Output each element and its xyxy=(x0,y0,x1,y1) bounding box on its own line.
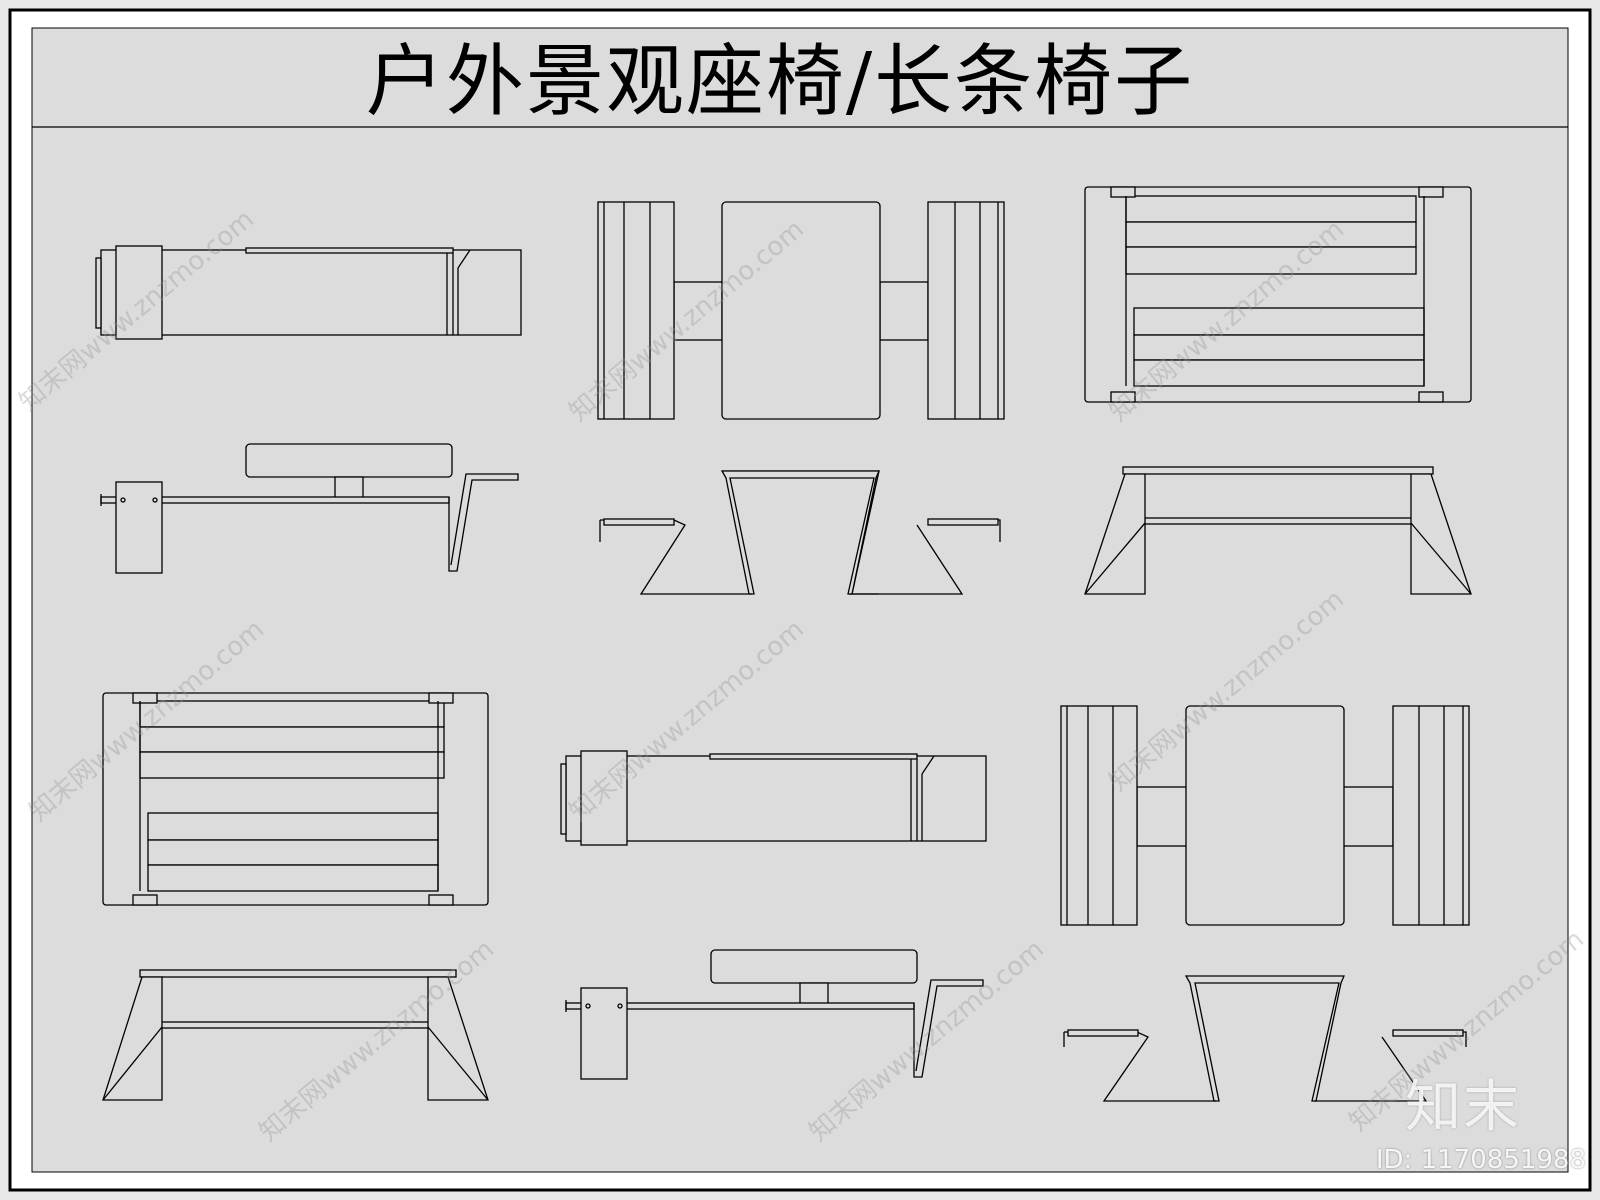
page-title: 户外景观座椅/长条椅子 xyxy=(365,37,1195,127)
brand-mark: 知末 xyxy=(1405,1075,1521,1140)
bench-1-plan xyxy=(95,245,522,340)
bench-3-elevation xyxy=(1084,466,1472,595)
bench-3-plan xyxy=(1084,186,1472,403)
bench-5-plan xyxy=(560,750,987,846)
bench-2-elevation xyxy=(599,470,1001,595)
bench-1-elevation xyxy=(100,443,519,574)
bench-6-plan xyxy=(1060,705,1470,926)
bench-2-plan xyxy=(597,201,1005,420)
bench-4-elevation xyxy=(102,969,489,1101)
image-id-label: ID: 1170851988 xyxy=(1375,1145,1586,1175)
bench-5-elevation xyxy=(565,949,984,1080)
bench-4-plan xyxy=(102,692,489,906)
bench-6-elevation xyxy=(1063,975,1467,1102)
